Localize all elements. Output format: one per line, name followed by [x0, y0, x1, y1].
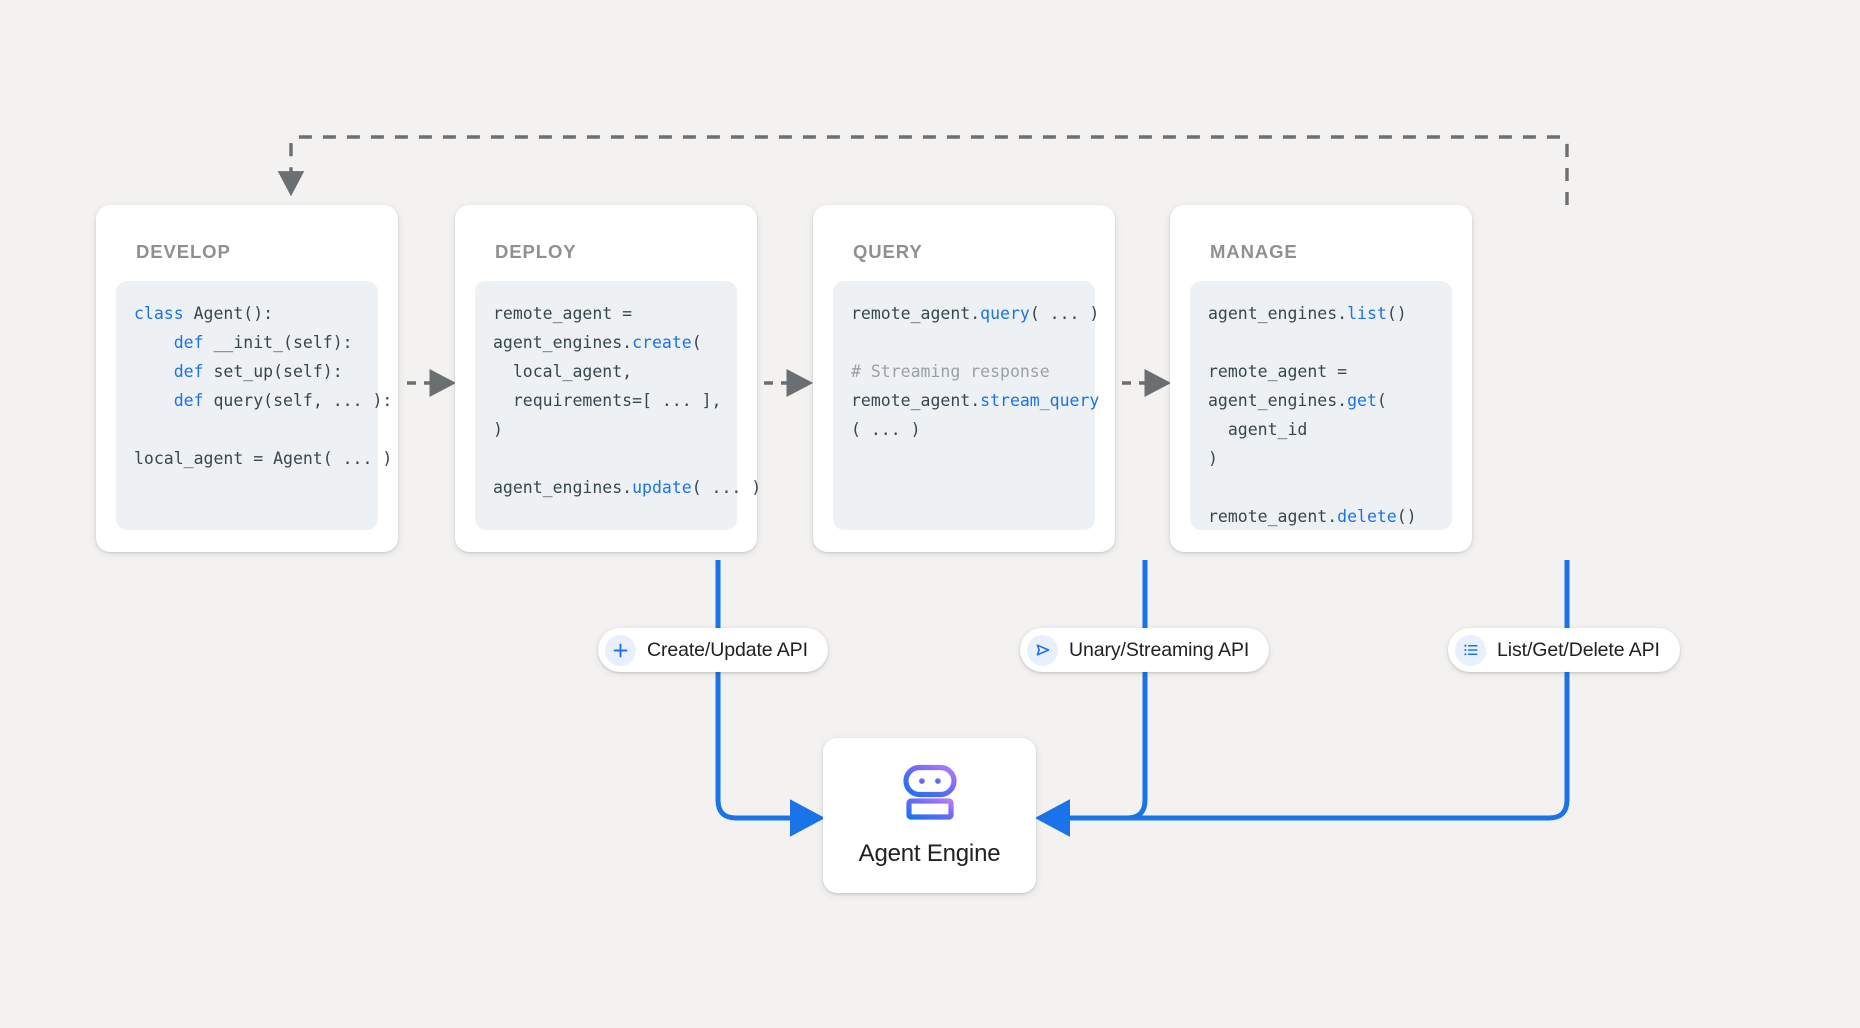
- stage-title-develop: DEVELOP: [136, 241, 231, 262]
- stage-title-deploy: DEPLOY: [495, 241, 577, 262]
- stage-card-query[interactable]: QUERY remote_agent.query( ... ) # Stream…: [813, 205, 1115, 552]
- stage-title-query: QUERY: [853, 241, 923, 262]
- api-pill-unary-streaming[interactable]: Unary/Streaming API: [1020, 628, 1270, 672]
- stage-card-deploy[interactable]: DEPLOY remote_agent = agent_engines.crea…: [455, 205, 762, 552]
- api-pill-create-update[interactable]: Create/Update API: [598, 628, 828, 672]
- agent-engine-node[interactable]: Agent Engine: [823, 738, 1036, 893]
- code-text-manage: agent_engines.list() remote_agent = agen…: [1208, 304, 1417, 526]
- agent-engine-label: Agent Engine: [858, 839, 1001, 867]
- blue-connector-manage-to-engine: [1035, 560, 1570, 837]
- stage-card-develop[interactable]: DEVELOP class Agent(): def __init_(self)…: [96, 205, 398, 552]
- send-icon: [1027, 634, 1058, 666]
- blue-connector-query-to-engine: [1035, 560, 1148, 837]
- code-block-query: remote_agent.query( ... ) # Streaming re…: [833, 281, 1100, 530]
- code-text-query: remote_agent.query( ... ) # Streaming re…: [851, 304, 1100, 439]
- code-text-deploy: remote_agent = agent_engines.create( loc…: [493, 304, 762, 497]
- blue-connector-deploy-to-engine: [715, 560, 825, 837]
- list-icon: [1455, 634, 1486, 666]
- plus-icon: [605, 634, 636, 666]
- api-pill-label-create-update: Create/Update API: [647, 638, 808, 661]
- code-block-manage: agent_engines.list() remote_agent = agen…: [1190, 281, 1452, 530]
- robot-icon: [899, 764, 961, 826]
- api-pill-label-list-get-delete: List/Get/Delete API: [1497, 638, 1660, 661]
- api-pill-label-unary-streaming: Unary/Streaming API: [1069, 638, 1250, 661]
- code-text-develop: class Agent(): def __init_(self): def se…: [134, 304, 393, 468]
- stage-card-manage[interactable]: MANAGE agent_engines.list() remote_agent…: [1170, 205, 1472, 552]
- code-block-develop: class Agent(): def __init_(self): def se…: [116, 281, 393, 530]
- code-block-deploy: remote_agent = agent_engines.create( loc…: [475, 281, 762, 530]
- stage-title-manage: MANAGE: [1210, 241, 1298, 262]
- api-pill-list-get-delete[interactable]: List/Get/Delete API: [1448, 628, 1680, 672]
- feedback-dashed-connector: [277, 135, 1569, 205]
